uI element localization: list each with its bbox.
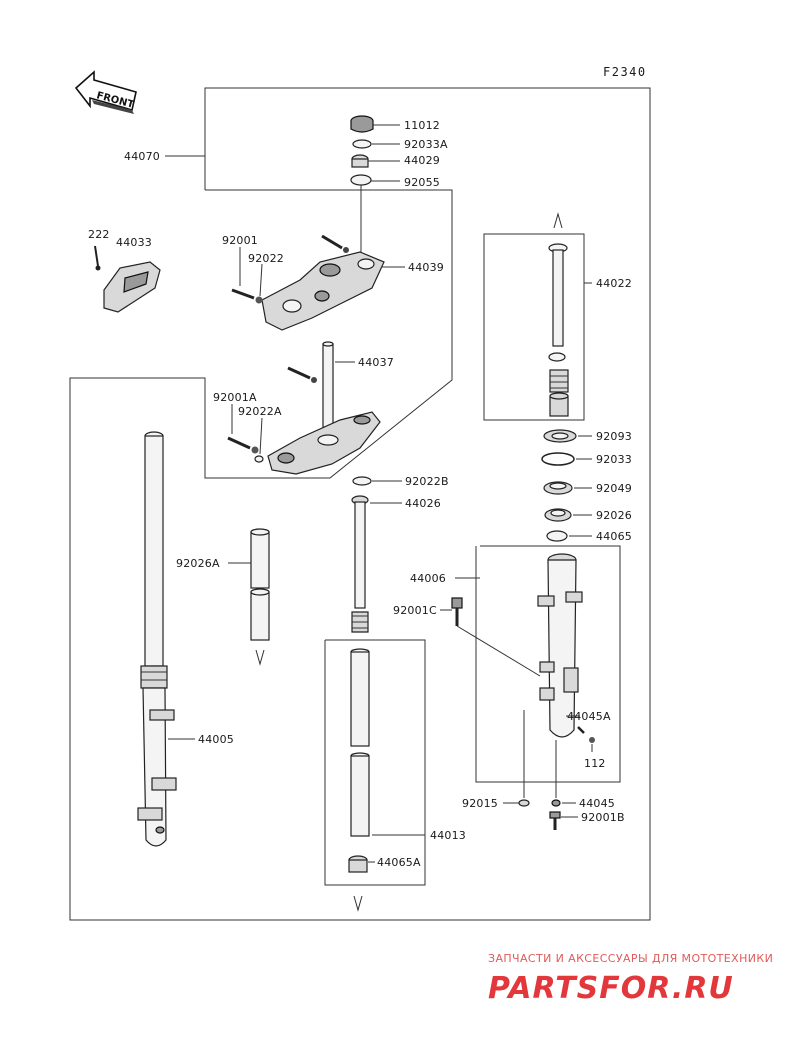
callout-44065A: 44065A xyxy=(377,856,421,869)
callout-92015: 92015 xyxy=(462,797,498,810)
callout-44065: 44065 xyxy=(596,530,632,543)
callout-92055: 92055 xyxy=(404,176,440,189)
washer-92022A xyxy=(254,455,264,463)
callout-44037: 44037 xyxy=(358,356,394,369)
front-arrow-icon: FRONT xyxy=(74,70,137,114)
bracket-44033 xyxy=(103,261,161,313)
spring-rod-44022 xyxy=(548,212,569,417)
spacer-92026A xyxy=(250,528,270,641)
callout-92022B: 92022B xyxy=(405,475,449,488)
oring-92033A xyxy=(352,139,372,149)
bolt-92001A xyxy=(227,436,259,454)
bolt-92001C xyxy=(451,597,463,626)
callout-92026A: 92026A xyxy=(176,557,220,570)
callout-92022: 92022 xyxy=(248,252,284,265)
bolt-92001 xyxy=(231,288,263,304)
washer-92026 xyxy=(544,508,572,522)
callout-44006: 44006 xyxy=(410,572,446,585)
outline-44013 xyxy=(324,639,426,886)
figure-code: F2340 xyxy=(603,65,647,79)
screw-222 xyxy=(94,245,101,271)
callout-11012: 11012 xyxy=(404,119,440,132)
callout-92033: 92033 xyxy=(596,453,632,466)
callout-92033A: 92033A xyxy=(404,138,448,151)
watermark-subtitle: ЗАПЧАСТИ И АКСЕССУАРЫ ДЛЯ МОТОТЕХНИКИ xyxy=(488,952,773,965)
callout-92026: 92026 xyxy=(596,509,632,522)
bolt-stem-upper xyxy=(287,366,317,383)
washer-44045 xyxy=(551,799,561,807)
seal-92093 xyxy=(543,429,577,443)
outline-44022 xyxy=(483,233,585,421)
callout-44045A: 44045A xyxy=(567,710,611,723)
callout-44039: 44039 xyxy=(408,261,444,274)
callout-92049: 92049 xyxy=(596,482,632,495)
bolt-112 xyxy=(589,737,595,743)
inner-tube-44013 xyxy=(350,648,370,837)
plug-92015 xyxy=(518,799,530,807)
callout-92001A: 92001A xyxy=(213,391,257,404)
upper-bracket-44039 xyxy=(261,251,385,331)
clip-92033 xyxy=(541,452,575,466)
callout-44029: 44029 xyxy=(404,154,440,167)
outer-tube-44006 xyxy=(537,553,583,738)
callout-92001B: 92001B xyxy=(581,811,625,824)
fork-assembly-44005 xyxy=(137,431,177,847)
assembly-outline-44070 xyxy=(69,87,651,921)
seal-92049 xyxy=(543,481,573,495)
washer-92022B xyxy=(352,476,372,486)
nut-44029 xyxy=(351,154,369,168)
steering-stem-44037 xyxy=(267,341,381,475)
bushing-44065 xyxy=(546,530,568,542)
damper-rod-44026 xyxy=(351,495,369,633)
guide-44065A xyxy=(348,855,368,873)
callout-44045: 44045 xyxy=(579,797,615,810)
outline-44006 xyxy=(475,545,621,783)
callout-92001: 92001 xyxy=(222,234,258,247)
callout-92093: 92093 xyxy=(596,430,632,443)
stud-44045A xyxy=(577,726,585,734)
callout-222: 222 xyxy=(88,228,110,241)
watermark-logo: PARTSFOR.RU xyxy=(488,971,734,1006)
callout-44033: 44033 xyxy=(116,236,152,249)
callout-92022A: 92022A xyxy=(238,405,282,418)
cap-11012 xyxy=(350,115,374,133)
callout-44022: 44022 xyxy=(596,277,632,290)
watermark: ЗАПЧАСТИ И АКСЕССУАРЫ ДЛЯ МОТОТЕХНИКИ PA… xyxy=(488,952,773,1006)
ring-92055 xyxy=(350,174,372,186)
callout-44070: 44070 xyxy=(124,150,160,163)
callout-112: 112 xyxy=(584,757,606,770)
callout-92001C: 92001C xyxy=(393,604,437,617)
bolt-92001B xyxy=(549,811,561,830)
callout-44013: 44013 xyxy=(430,829,466,842)
callout-44026: 44026 xyxy=(405,497,441,510)
bolt-upper xyxy=(321,234,349,253)
callout-44005: 44005 xyxy=(198,733,234,746)
